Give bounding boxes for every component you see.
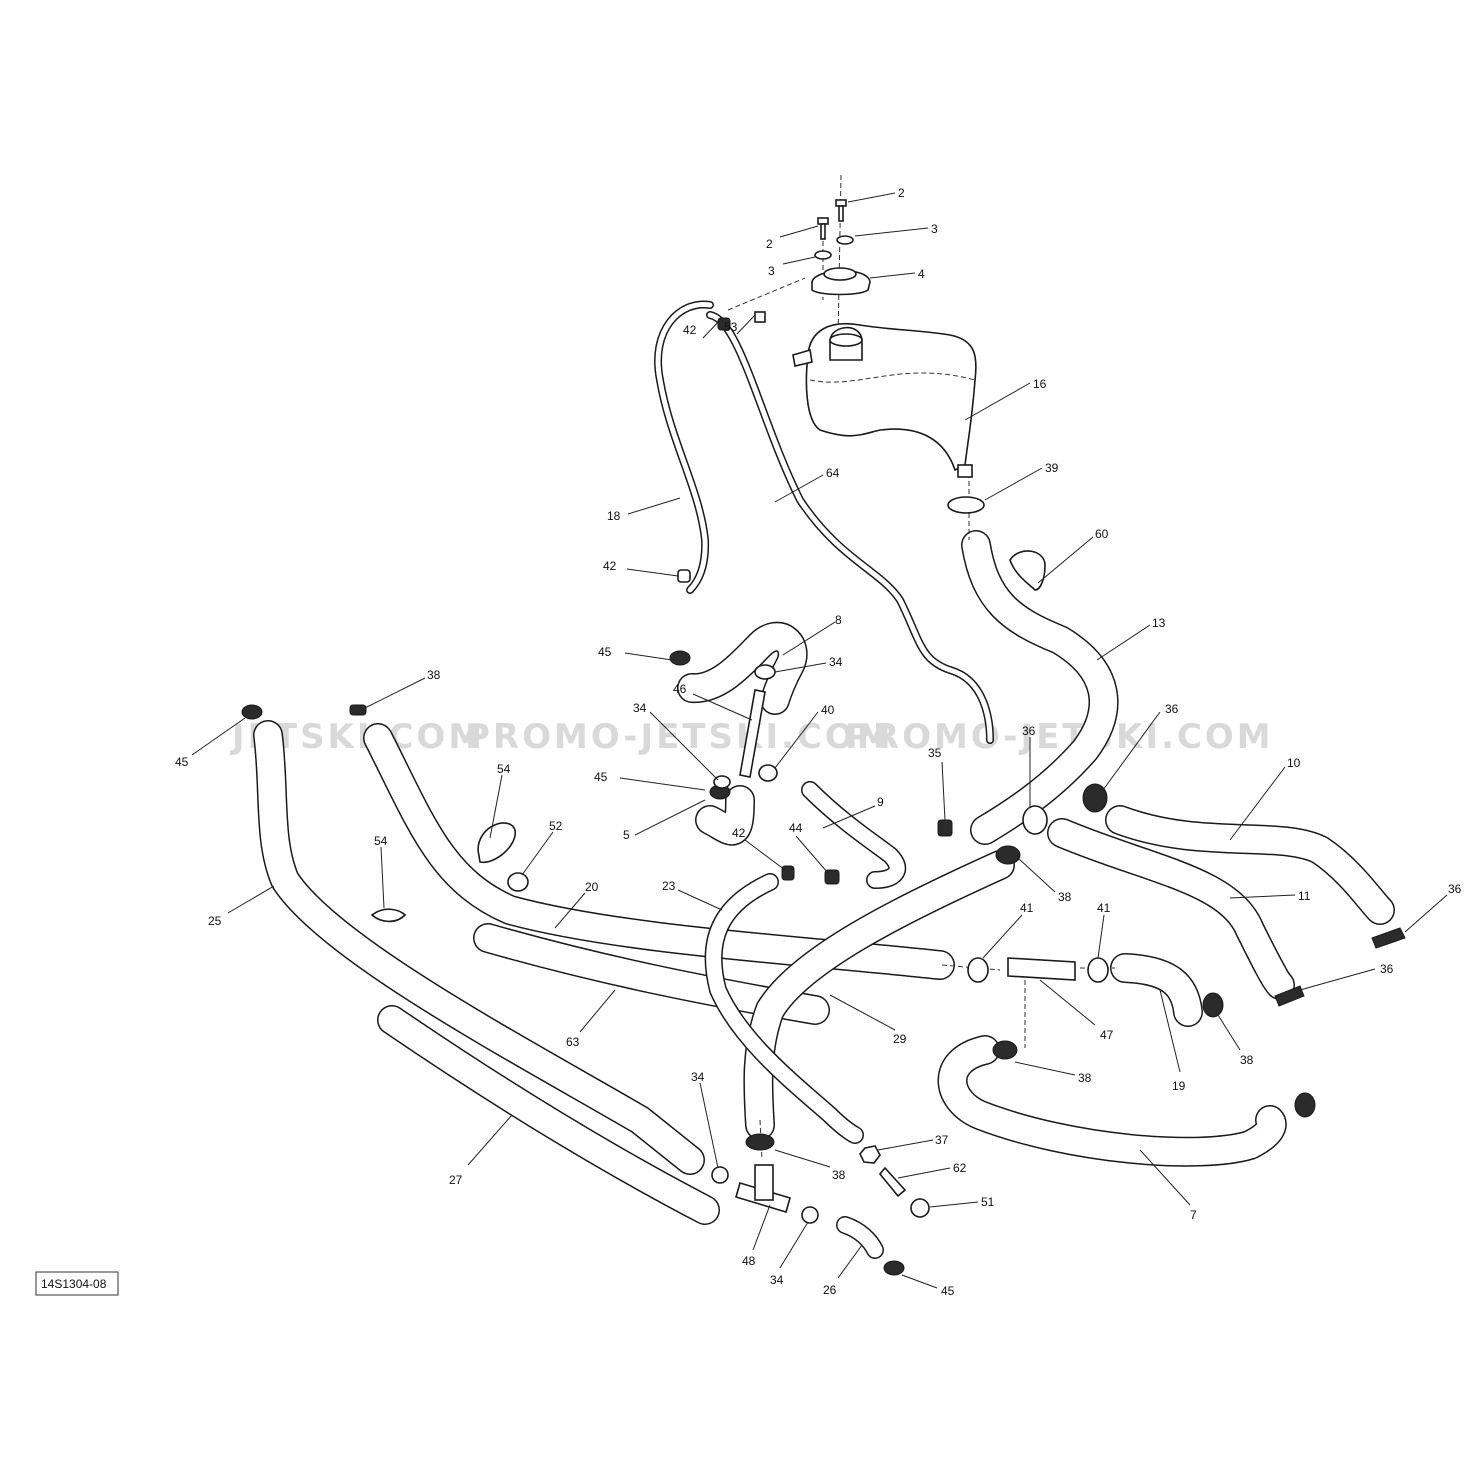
callout-45a: 45 <box>598 645 612 659</box>
hose-29 <box>743 850 1015 1140</box>
callout-39: 39 <box>1045 461 1059 475</box>
callout-42b: 42 <box>603 559 617 573</box>
callout-4: 4 <box>918 267 925 281</box>
callout-5: 5 <box>623 828 630 842</box>
hose-27 <box>377 1005 720 1225</box>
callout-60: 60 <box>1095 527 1109 541</box>
callout-29: 29 <box>893 1032 907 1046</box>
callout-19: 19 <box>1172 1079 1186 1093</box>
callout-36c: 36 <box>1448 882 1462 896</box>
callout-27: 27 <box>449 1173 463 1187</box>
callout-36d: 36 <box>1380 962 1394 976</box>
hose-10 <box>1105 805 1395 925</box>
hose-9 <box>801 781 907 889</box>
hose-13 <box>961 530 1119 845</box>
callout-44: 44 <box>789 821 803 835</box>
callout-62: 62 <box>953 1161 967 1175</box>
callout-47: 47 <box>1100 1028 1114 1042</box>
tubes <box>654 174 1115 1161</box>
callout-34c: 34 <box>691 1070 705 1084</box>
callout-37: 37 <box>935 1133 949 1147</box>
callout-13: 13 <box>1152 616 1166 630</box>
callout-53: 53 <box>724 320 738 334</box>
callout-34a: 34 <box>829 655 843 669</box>
tube-64 <box>706 311 994 744</box>
callout-34b: 34 <box>633 701 647 715</box>
callout-3b: 3 <box>768 264 775 278</box>
callout-35: 35 <box>928 746 942 760</box>
callout-42a: 42 <box>683 323 697 337</box>
callout-34d: 34 <box>770 1273 784 1287</box>
callout-46: 46 <box>673 682 687 696</box>
callout-45d: 45 <box>941 1284 955 1298</box>
callout-2a: 2 <box>898 186 905 200</box>
callout-38a: 38 <box>427 668 441 682</box>
hoses <box>253 530 1395 1259</box>
callout-38e: 38 <box>832 1168 846 1182</box>
callout-16: 16 <box>1033 377 1047 391</box>
callout-20: 20 <box>585 880 599 894</box>
callouts: 2 2 3 3 4 42 53 16 39 60 18 64 42 45 8 1… <box>175 186 1462 1298</box>
callout-23: 23 <box>662 879 676 893</box>
callout-54a: 54 <box>497 762 511 776</box>
callout-25: 25 <box>208 914 222 928</box>
callout-45c: 45 <box>594 770 608 784</box>
callout-36b: 36 <box>1022 724 1036 738</box>
callout-38c: 38 <box>1240 1053 1254 1067</box>
callout-64: 64 <box>826 466 840 480</box>
callout-8: 8 <box>835 613 842 627</box>
watermark-3: PROMO-JETSKI.COM <box>845 717 1274 757</box>
watermarks: JETSKI.COM PROMO-JETSKI.COM PROMO-JETSKI… <box>230 717 1274 757</box>
hose-7 <box>937 1035 1287 1167</box>
hose-5 <box>695 785 755 846</box>
callout-63: 63 <box>566 1035 580 1049</box>
clamps-fittings <box>241 311 1406 1276</box>
callout-7: 7 <box>1190 1208 1197 1222</box>
callout-18: 18 <box>607 509 621 523</box>
callout-38d: 38 <box>1078 1071 1092 1085</box>
callout-51: 51 <box>981 1195 995 1209</box>
callout-3a: 3 <box>931 222 938 236</box>
hose-19 <box>1110 953 1203 1027</box>
callout-11: 11 <box>1298 889 1311 903</box>
callout-52: 52 <box>549 819 563 833</box>
callout-41a: 41 <box>1020 901 1034 915</box>
callout-41b: 41 <box>1097 901 1111 915</box>
callout-9: 9 <box>877 795 884 809</box>
reference-code-text: 14S1304-08 <box>41 1277 107 1291</box>
tube-18 <box>654 300 714 594</box>
hose-25 <box>253 720 705 1175</box>
callout-26: 26 <box>823 1283 837 1297</box>
callout-48: 48 <box>742 1254 756 1268</box>
assembly-line-5 <box>941 964 1001 971</box>
callout-38b: 38 <box>1058 890 1072 904</box>
callout-45b: 45 <box>175 755 189 769</box>
screws-washers <box>814 199 854 260</box>
reservoir-cap <box>811 267 871 296</box>
assembly-line-1 <box>727 277 806 311</box>
callout-40: 40 <box>821 703 835 717</box>
reference-code: 14S1304-08 <box>35 1271 119 1296</box>
callout-42c: 42 <box>732 826 746 840</box>
coolant-reservoir <box>792 323 977 478</box>
hose-8 <box>677 621 808 715</box>
hose-11 <box>1047 818 1295 1000</box>
hose-26 <box>836 1216 884 1259</box>
callout-54b: 54 <box>374 834 388 848</box>
callout-2b: 2 <box>766 237 773 251</box>
callout-36a: 36 <box>1165 702 1179 716</box>
watermark-2: PROMO-JETSKI.COM <box>465 717 894 757</box>
hose-23 <box>704 873 864 1144</box>
callout-10: 10 <box>1287 756 1301 770</box>
